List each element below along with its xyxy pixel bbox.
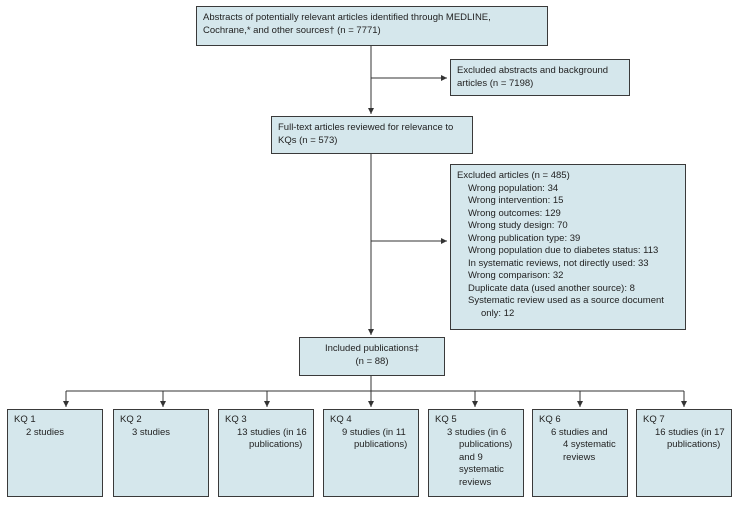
fulltext-review-box: Full-text articles reviewed for relevanc…: [271, 116, 473, 154]
identified-articles-box: Abstracts of potentially relevant articl…: [196, 6, 548, 46]
excluded-abstracts-line-2: articles (n = 7198): [457, 77, 534, 89]
excluded-abstracts-box: Excluded abstracts and background articl…: [450, 59, 630, 96]
kq-title: KQ 4: [330, 414, 352, 425]
kq-detail: reviews: [459, 476, 492, 488]
excluded-articles-box: Excluded articles (n = 485) Wrong popula…: [450, 164, 686, 330]
included-line-1: Included publications‡: [324, 343, 419, 354]
kq2-box: KQ 2 3 studies: [113, 409, 209, 497]
kq-detail: 9 studies (in 11: [342, 426, 406, 438]
fulltext-line-2: KQs (n = 573): [278, 134, 338, 146]
exclusion-reason: In systematic reviews, not directly used…: [468, 257, 649, 269]
kq-title: KQ 3: [225, 414, 247, 425]
kq-detail: publications): [249, 439, 303, 450]
kq-detail: systematic: [459, 464, 504, 475]
excluded-articles-title: Excluded articles (n = 485): [457, 170, 570, 181]
exclusion-reason: Duplicate data (used another source): 8: [468, 282, 635, 294]
kq-detail: publications): [667, 439, 721, 450]
exclusion-reason-continued: only: 12: [481, 307, 515, 319]
kq7-box: KQ 7 16 studies (in 17 publications): [636, 409, 732, 497]
kq-detail: 2 studies: [26, 426, 65, 438]
kq-title: KQ 2: [120, 414, 142, 425]
exclusion-reason: Wrong publication type: 39: [468, 232, 581, 244]
identified-line-2: Cochrane,* and other sources† (n = 7771): [203, 24, 381, 36]
kq3-box: KQ 3 13 studies (in 16 publications): [218, 409, 314, 497]
exclusion-reason: Wrong comparison: 32: [468, 270, 564, 281]
kq-title: KQ 6: [539, 414, 561, 425]
kq-title: KQ 7: [643, 414, 665, 425]
kq-title: KQ 1: [14, 414, 36, 425]
exclusion-reason: Wrong population: 34: [468, 182, 559, 194]
kq-detail: 13 studies (in 16: [237, 426, 307, 438]
kq-detail: 16 studies (in 17: [655, 426, 725, 438]
kq-detail: publications): [354, 439, 408, 450]
kq-detail: 4 systematic: [563, 439, 616, 450]
kq-detail: and 9: [459, 451, 483, 463]
kq6-box: KQ 6 6 studies and 4 systematic reviews: [532, 409, 628, 497]
exclusion-reason: Wrong outcomes: 129: [468, 207, 561, 219]
kq-detail: reviews: [563, 451, 596, 463]
fulltext-line-1: Full-text articles reviewed for relevanc…: [278, 122, 454, 133]
kq1-box: KQ 1 2 studies: [7, 409, 103, 497]
exclusion-reason: Systematic review used as a source docum…: [468, 295, 664, 306]
kq-detail: publications): [459, 439, 513, 450]
exclusion-reason: Wrong population due to diabetes status:…: [468, 245, 659, 256]
kq4-box: KQ 4 9 studies (in 11 publications): [323, 409, 419, 497]
identified-line-1: Abstracts of potentially relevant articl…: [203, 12, 491, 23]
kq5-box: KQ 5 3 studies (in 6 publications) and 9…: [428, 409, 524, 497]
kq-detail: 3 studies: [132, 426, 171, 438]
exclusion-reason: Wrong study design: 70: [468, 220, 568, 231]
included-line-2: (n = 88): [355, 355, 389, 367]
excluded-abstracts-line-1: Excluded abstracts and background: [457, 65, 609, 76]
exclusion-reason: Wrong intervention: 15: [468, 195, 564, 206]
kq-title: KQ 5: [435, 414, 457, 425]
kq-detail: 3 studies (in 6: [447, 426, 507, 438]
kq-detail: 6 studies and: [551, 426, 608, 438]
included-publications-box: Included publications‡ (n = 88): [299, 337, 445, 376]
